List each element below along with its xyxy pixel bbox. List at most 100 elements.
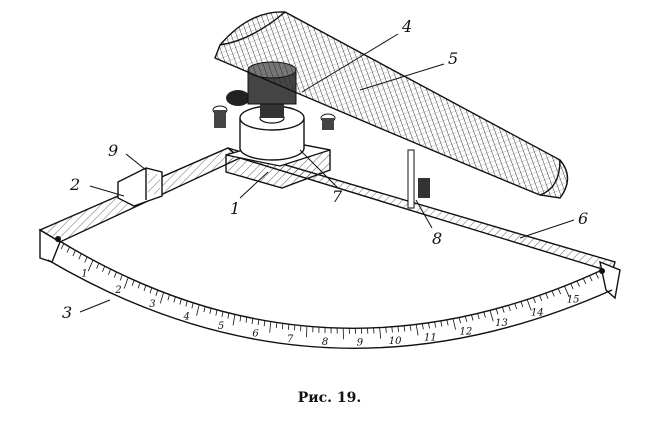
callout-2: 2: [69, 175, 80, 194]
scale-tick: [464, 316, 468, 322]
support-rod: [407, 149, 430, 209]
scale-tick: [452, 318, 456, 330]
scale-tick: [87, 259, 94, 272]
callout-6: 6: [578, 209, 588, 228]
callout-7: 7: [332, 187, 343, 206]
scale-number: 14: [531, 307, 544, 318]
scale-tick: [391, 326, 393, 333]
scale-tick: [428, 322, 430, 329]
adjustment-screws: [212, 90, 336, 130]
scale-tick: [167, 294, 170, 301]
scale-tick: [123, 277, 129, 289]
scale-tick: [119, 274, 123, 281]
scale-tick: [137, 282, 141, 289]
scale-tick: [72, 250, 76, 257]
scale-number: 2: [114, 285, 121, 296]
scale-tick: [185, 300, 188, 307]
figure-caption: Рис. 19.: [297, 390, 362, 406]
scale-tick: [532, 297, 536, 304]
scale-tick: [483, 311, 486, 318]
scale-tick: [232, 314, 236, 326]
scale-tick: [539, 295, 543, 302]
scale-tick: [589, 275, 593, 282]
scale-tick: [257, 319, 260, 326]
callout-5: 5: [448, 49, 458, 68]
scale-tick: [143, 285, 147, 292]
scale-number: 15: [567, 295, 580, 306]
scale-number: 9: [357, 338, 364, 349]
leader-lines: [79, 33, 575, 313]
scale-tick: [102, 266, 106, 272]
scale-tick: [173, 296, 176, 303]
scale-tick: [66, 246, 71, 253]
scale-tick: [409, 325, 412, 331]
scale-tick: [564, 285, 570, 298]
scale-number: 5: [218, 321, 224, 332]
scale-number: 1: [81, 268, 87, 279]
scale-tick: [582, 278, 587, 285]
scale-tick: [215, 309, 218, 316]
scale-tick: [239, 315, 242, 322]
scale-number: 10: [389, 336, 402, 347]
scale-tick: [60, 243, 65, 250]
scale-tick: [403, 325, 406, 332]
scale-tick: [489, 310, 494, 322]
scale-number: 8: [322, 337, 328, 348]
scale-tick: [209, 308, 212, 314]
scale-tick: [514, 303, 518, 310]
scale-tick: [84, 256, 88, 263]
scale-tick: [501, 306, 505, 313]
scale-tick: [221, 311, 224, 318]
scale-tick: [576, 280, 580, 287]
scale-tick: [495, 308, 499, 315]
callout-4: 4: [401, 17, 412, 36]
scale-tick: [113, 271, 117, 278]
scale-tick: [397, 326, 400, 332]
scale-tick: [477, 313, 480, 320]
scale-tick: [458, 317, 461, 324]
sliding-block: [117, 167, 163, 207]
scale-tick: [78, 253, 82, 260]
scale-tick: [149, 287, 153, 294]
scale-tick: [269, 321, 272, 333]
scale-tick: [551, 290, 555, 297]
scale-number: 3: [149, 299, 155, 310]
scale-tick: [508, 305, 511, 312]
scale-tick: [421, 323, 424, 330]
callout-3: 3: [62, 303, 72, 322]
scale-tick: [203, 306, 206, 313]
callout-8: 8: [432, 229, 442, 248]
scale-tick: [155, 289, 159, 296]
scale-tick: [557, 288, 561, 295]
scale-tick: [245, 317, 248, 323]
scale-tick: [545, 292, 549, 299]
scale-number: 13: [495, 318, 508, 329]
scale-tick: [440, 320, 443, 327]
scale-tick: [379, 327, 382, 339]
scale-tick: [570, 283, 574, 290]
scale-tick: [434, 321, 437, 328]
scale-tick: [415, 324, 419, 336]
scale-tick: [385, 327, 387, 333]
scale-tick: [520, 301, 524, 308]
scale-number: 11: [424, 332, 437, 343]
scale-number: 7: [287, 334, 294, 345]
scale-ticks: [60, 243, 599, 340]
scale-tick: [196, 304, 200, 316]
scale-tick: [131, 280, 135, 286]
scale-number: 12: [459, 326, 472, 337]
scale-tick: [96, 262, 100, 269]
scale-tick: [179, 298, 182, 305]
scale-number: 4: [182, 311, 189, 322]
scale-tick: [107, 268, 111, 275]
scale-tick: [159, 292, 164, 304]
callout-9: 9: [108, 141, 118, 160]
chute: [214, 11, 569, 199]
callout-1: 1: [230, 199, 240, 218]
scale-tick: [191, 302, 194, 309]
scale-tick: [471, 314, 474, 321]
scale-tick: [595, 272, 599, 279]
